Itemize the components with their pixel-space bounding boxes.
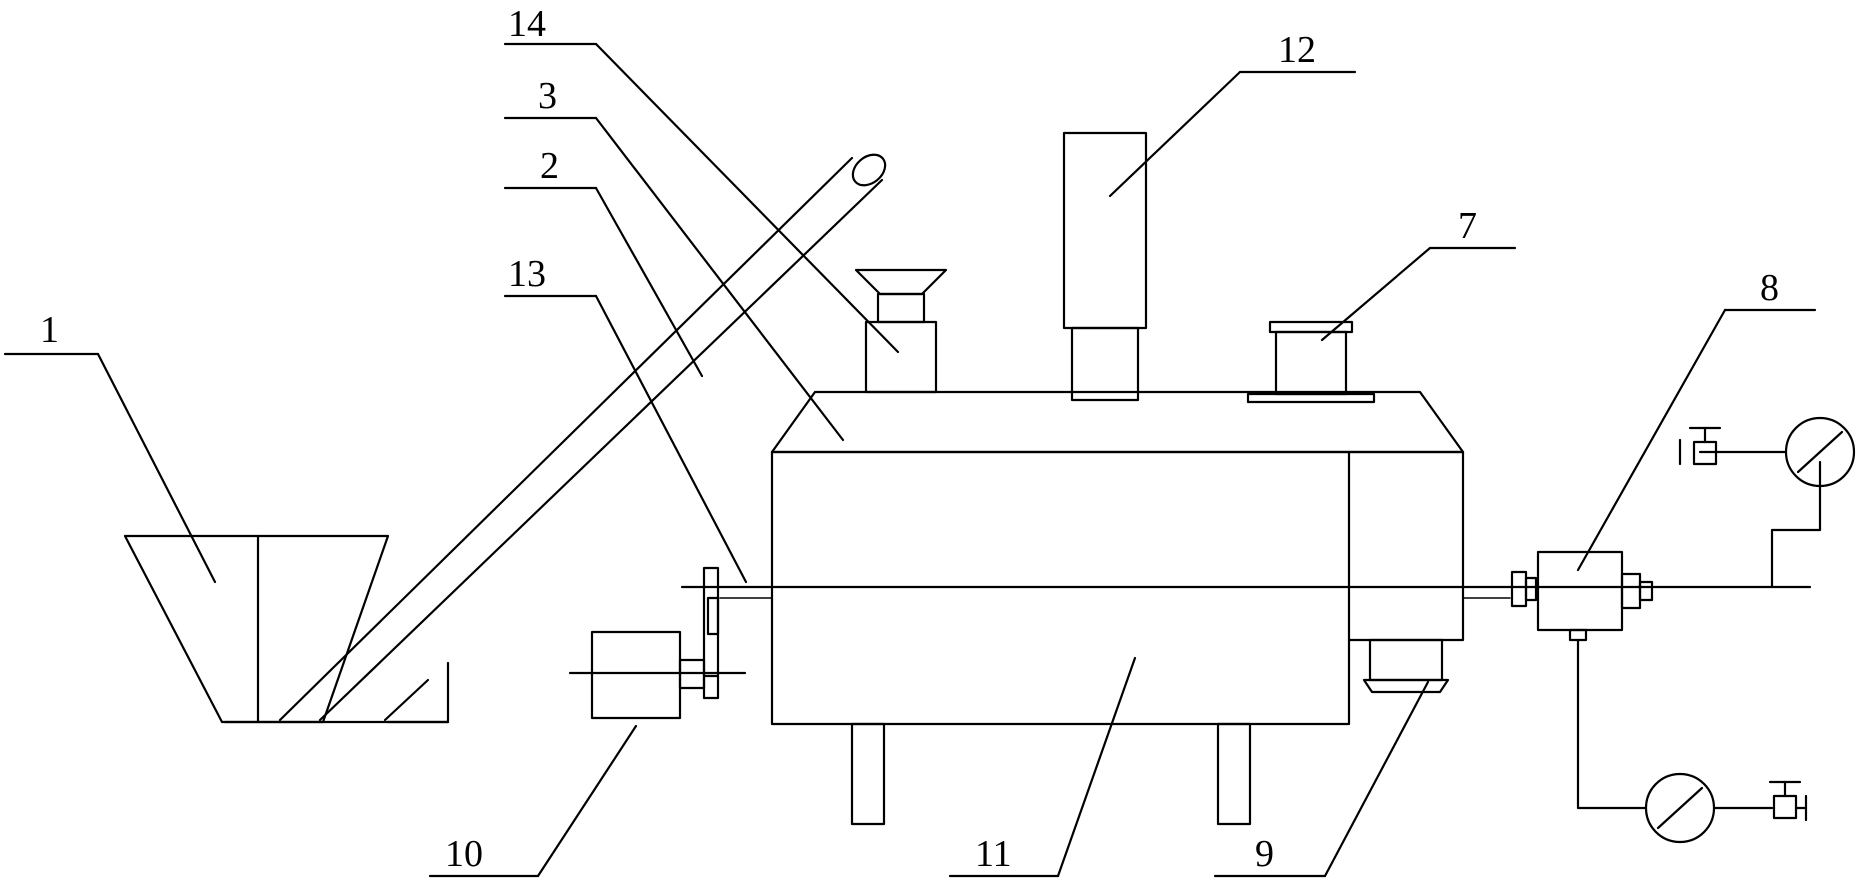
motor	[568, 630, 747, 720]
label-screw-conveyor: 2	[540, 145, 559, 187]
screw-conveyor	[278, 153, 887, 722]
label-motor: 10	[445, 833, 483, 875]
chimney	[1062, 131, 1148, 402]
outlet-port	[1246, 320, 1376, 404]
label-chimney: 12	[1278, 29, 1316, 71]
label-shaft: 13	[508, 253, 546, 295]
label-outlet-port: 7	[1458, 205, 1477, 247]
label-vessel-body: 11	[975, 833, 1012, 875]
label-discharge-port: 9	[1255, 833, 1274, 875]
hopper	[123, 534, 450, 724]
label-feed-port: 14	[508, 3, 546, 45]
discharge-port	[1362, 638, 1450, 694]
label-valve-assembly: 8	[1760, 267, 1779, 309]
vessel-body	[770, 450, 1465, 826]
leader-lines	[3, 42, 1817, 878]
label-hopper: 1	[40, 309, 59, 351]
feed-port	[854, 268, 948, 394]
valve-assembly	[1536, 416, 1856, 844]
label-vessel-top: 3	[538, 75, 557, 117]
